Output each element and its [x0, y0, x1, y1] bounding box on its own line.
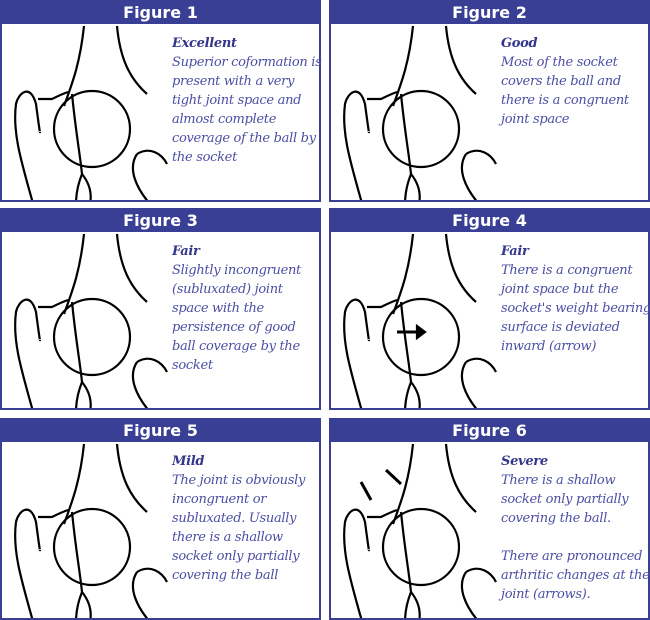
hip-joint-drawing [14, 233, 168, 408]
arrow-icon [359, 468, 403, 501]
figure-text: The joint is obviously incongruent or su… [172, 473, 305, 583]
figure-title: Figure 3 [2, 210, 319, 232]
figure-panel-6: Figure 6 Severe There is a shallow socke… [329, 418, 650, 620]
figure-title: Figure 2 [331, 2, 648, 24]
figure-description: Mild The joint is obviously incongruent … [172, 452, 322, 585]
figure-text: Slightly incongruent (subluxated) joint … [172, 263, 301, 373]
hip-joint-drawing [14, 25, 168, 200]
figure-text: There is a congruent joint space but the… [501, 263, 650, 354]
figure-text: Most of the socket covers the ball and t… [501, 55, 629, 127]
figure-description: Good Most of the socket covers the ball … [501, 34, 650, 129]
hip-joint-drawing [14, 443, 168, 618]
figure-grade: Good [501, 36, 538, 51]
figure-description: Severe There is a shallow socket only pa… [501, 452, 650, 604]
figure-panel-4: Figure 4 Fair There is a congruent joint… [329, 208, 650, 410]
arrow-icon [397, 323, 427, 341]
figure-title: Figure 6 [331, 420, 648, 442]
figure-grade: Fair [501, 244, 529, 259]
figure-panel-3: Figure 3 Fair Slightly incongruent (subl… [0, 208, 321, 410]
hip-joint-drawing [343, 443, 497, 618]
figure-description: Excellent Superior coformation is presen… [172, 34, 322, 167]
figure-title: Figure 1 [2, 2, 319, 24]
figure-grade: Mild [172, 454, 205, 469]
figure-description: Fair Slightly incongruent (subluxated) j… [172, 242, 322, 375]
figure-grade: Severe [501, 454, 548, 469]
figure-panel-1: Figure 1 Excellent Superior coformation … [0, 0, 322, 202]
figure-grade: Fair [172, 244, 200, 259]
figure-text: There is a shallow socket only partially… [501, 473, 650, 602]
figure-panel-5: Figure 5 Mild The joint is obviously inc… [0, 418, 321, 620]
figure-panel-2: Figure 2 Good Most of the socket covers … [329, 0, 650, 202]
hip-joint-drawing [343, 233, 497, 408]
figure-grade: Excellent [172, 36, 237, 51]
figure-text: Superior coformation is present with a v… [172, 55, 322, 165]
figure-title: Figure 5 [2, 420, 319, 442]
figure-title: Figure 4 [331, 210, 648, 232]
hip-joint-drawing [343, 25, 497, 200]
figure-description: Fair There is a congruent joint space bu… [501, 242, 650, 356]
